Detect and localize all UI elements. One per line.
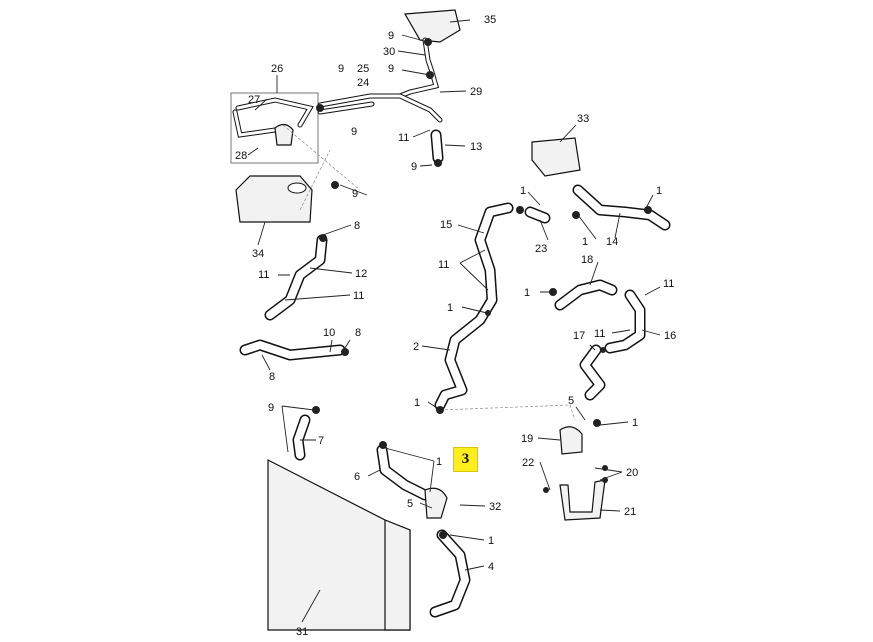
part-number-label: 30 (383, 46, 395, 58)
part-number-label: 9 (411, 161, 417, 173)
part-number-label: 8 (354, 220, 360, 232)
part-number-label: 14 (606, 236, 618, 248)
part-number-label: 28 (235, 150, 247, 162)
part-number-label: 1 (436, 456, 442, 468)
part-number-label: 1 (582, 236, 588, 248)
part-number-label: 1 (414, 397, 420, 409)
part-number-label: 24 (357, 77, 369, 89)
part-number-label: 11 (663, 278, 674, 290)
part-number-label: 25 (357, 63, 369, 75)
part-number-label: 31 (296, 626, 308, 638)
part-number-label: 19 (521, 433, 533, 445)
part-number-label: 29 (470, 86, 482, 98)
part-number-label: 1 (447, 302, 453, 314)
part-number-label: 1 (524, 287, 530, 299)
part-number-label: 11 (594, 328, 605, 340)
part-number-label: 10 (323, 327, 335, 339)
part-number-label: 21 (624, 506, 636, 518)
part-number-label: 22 (522, 457, 534, 469)
part-number-label: 1 (488, 535, 494, 547)
part-number-label: 8 (269, 371, 275, 383)
part-number-label: 9 (388, 63, 394, 75)
part-number-label: 18 (581, 254, 593, 266)
part-number-label: 9 (388, 30, 394, 42)
part-number-label: 13 (470, 141, 482, 153)
part-number-label: 9 (351, 126, 357, 138)
part-number-label: 11 (353, 290, 364, 302)
part-number-label: 1 (632, 417, 638, 429)
part-number-label: 1 (520, 185, 526, 197)
part-number-label: 17 (573, 330, 585, 342)
part-number-label: 5 (568, 395, 574, 407)
part-number-label: 9 (338, 63, 344, 75)
highlighted-part-callout[interactable]: 3 (453, 447, 478, 472)
part-number-label: 9 (268, 402, 274, 414)
part-number-label: 8 (355, 327, 361, 339)
reservoir-35 (404, 9, 461, 43)
part-number-label: 33 (577, 113, 589, 125)
part-number-label: 20 (626, 467, 638, 479)
part-number-label: 11 (258, 269, 269, 281)
part-number-label: 5 (407, 498, 413, 510)
part-number-label: 4 (488, 561, 494, 573)
part-number-label: 6 (354, 471, 360, 483)
part-number-label: 11 (438, 259, 449, 271)
assembly-26-box (230, 92, 319, 164)
part-number-label: 34 (252, 248, 264, 260)
part-number-label: 16 (664, 330, 676, 342)
part-number-label: 2 (413, 341, 419, 353)
clips (312, 38, 652, 539)
part-number-label: 15 (440, 219, 452, 231)
part-number-label: 32 (489, 501, 501, 513)
part-number-label: 23 (535, 243, 547, 255)
part-number-label: 11 (398, 132, 409, 144)
part-number-label: 1 (656, 185, 662, 197)
part-number-label: 7 (318, 435, 324, 447)
part-number-label: 26 (271, 63, 283, 75)
part-number-label: 27 (248, 94, 260, 106)
part-number-label: 9 (352, 188, 358, 200)
leader-lines (247, 19, 661, 623)
valve-33 (531, 137, 581, 177)
part-number-label: 35 (484, 14, 496, 26)
part-number-label: 12 (355, 268, 367, 280)
